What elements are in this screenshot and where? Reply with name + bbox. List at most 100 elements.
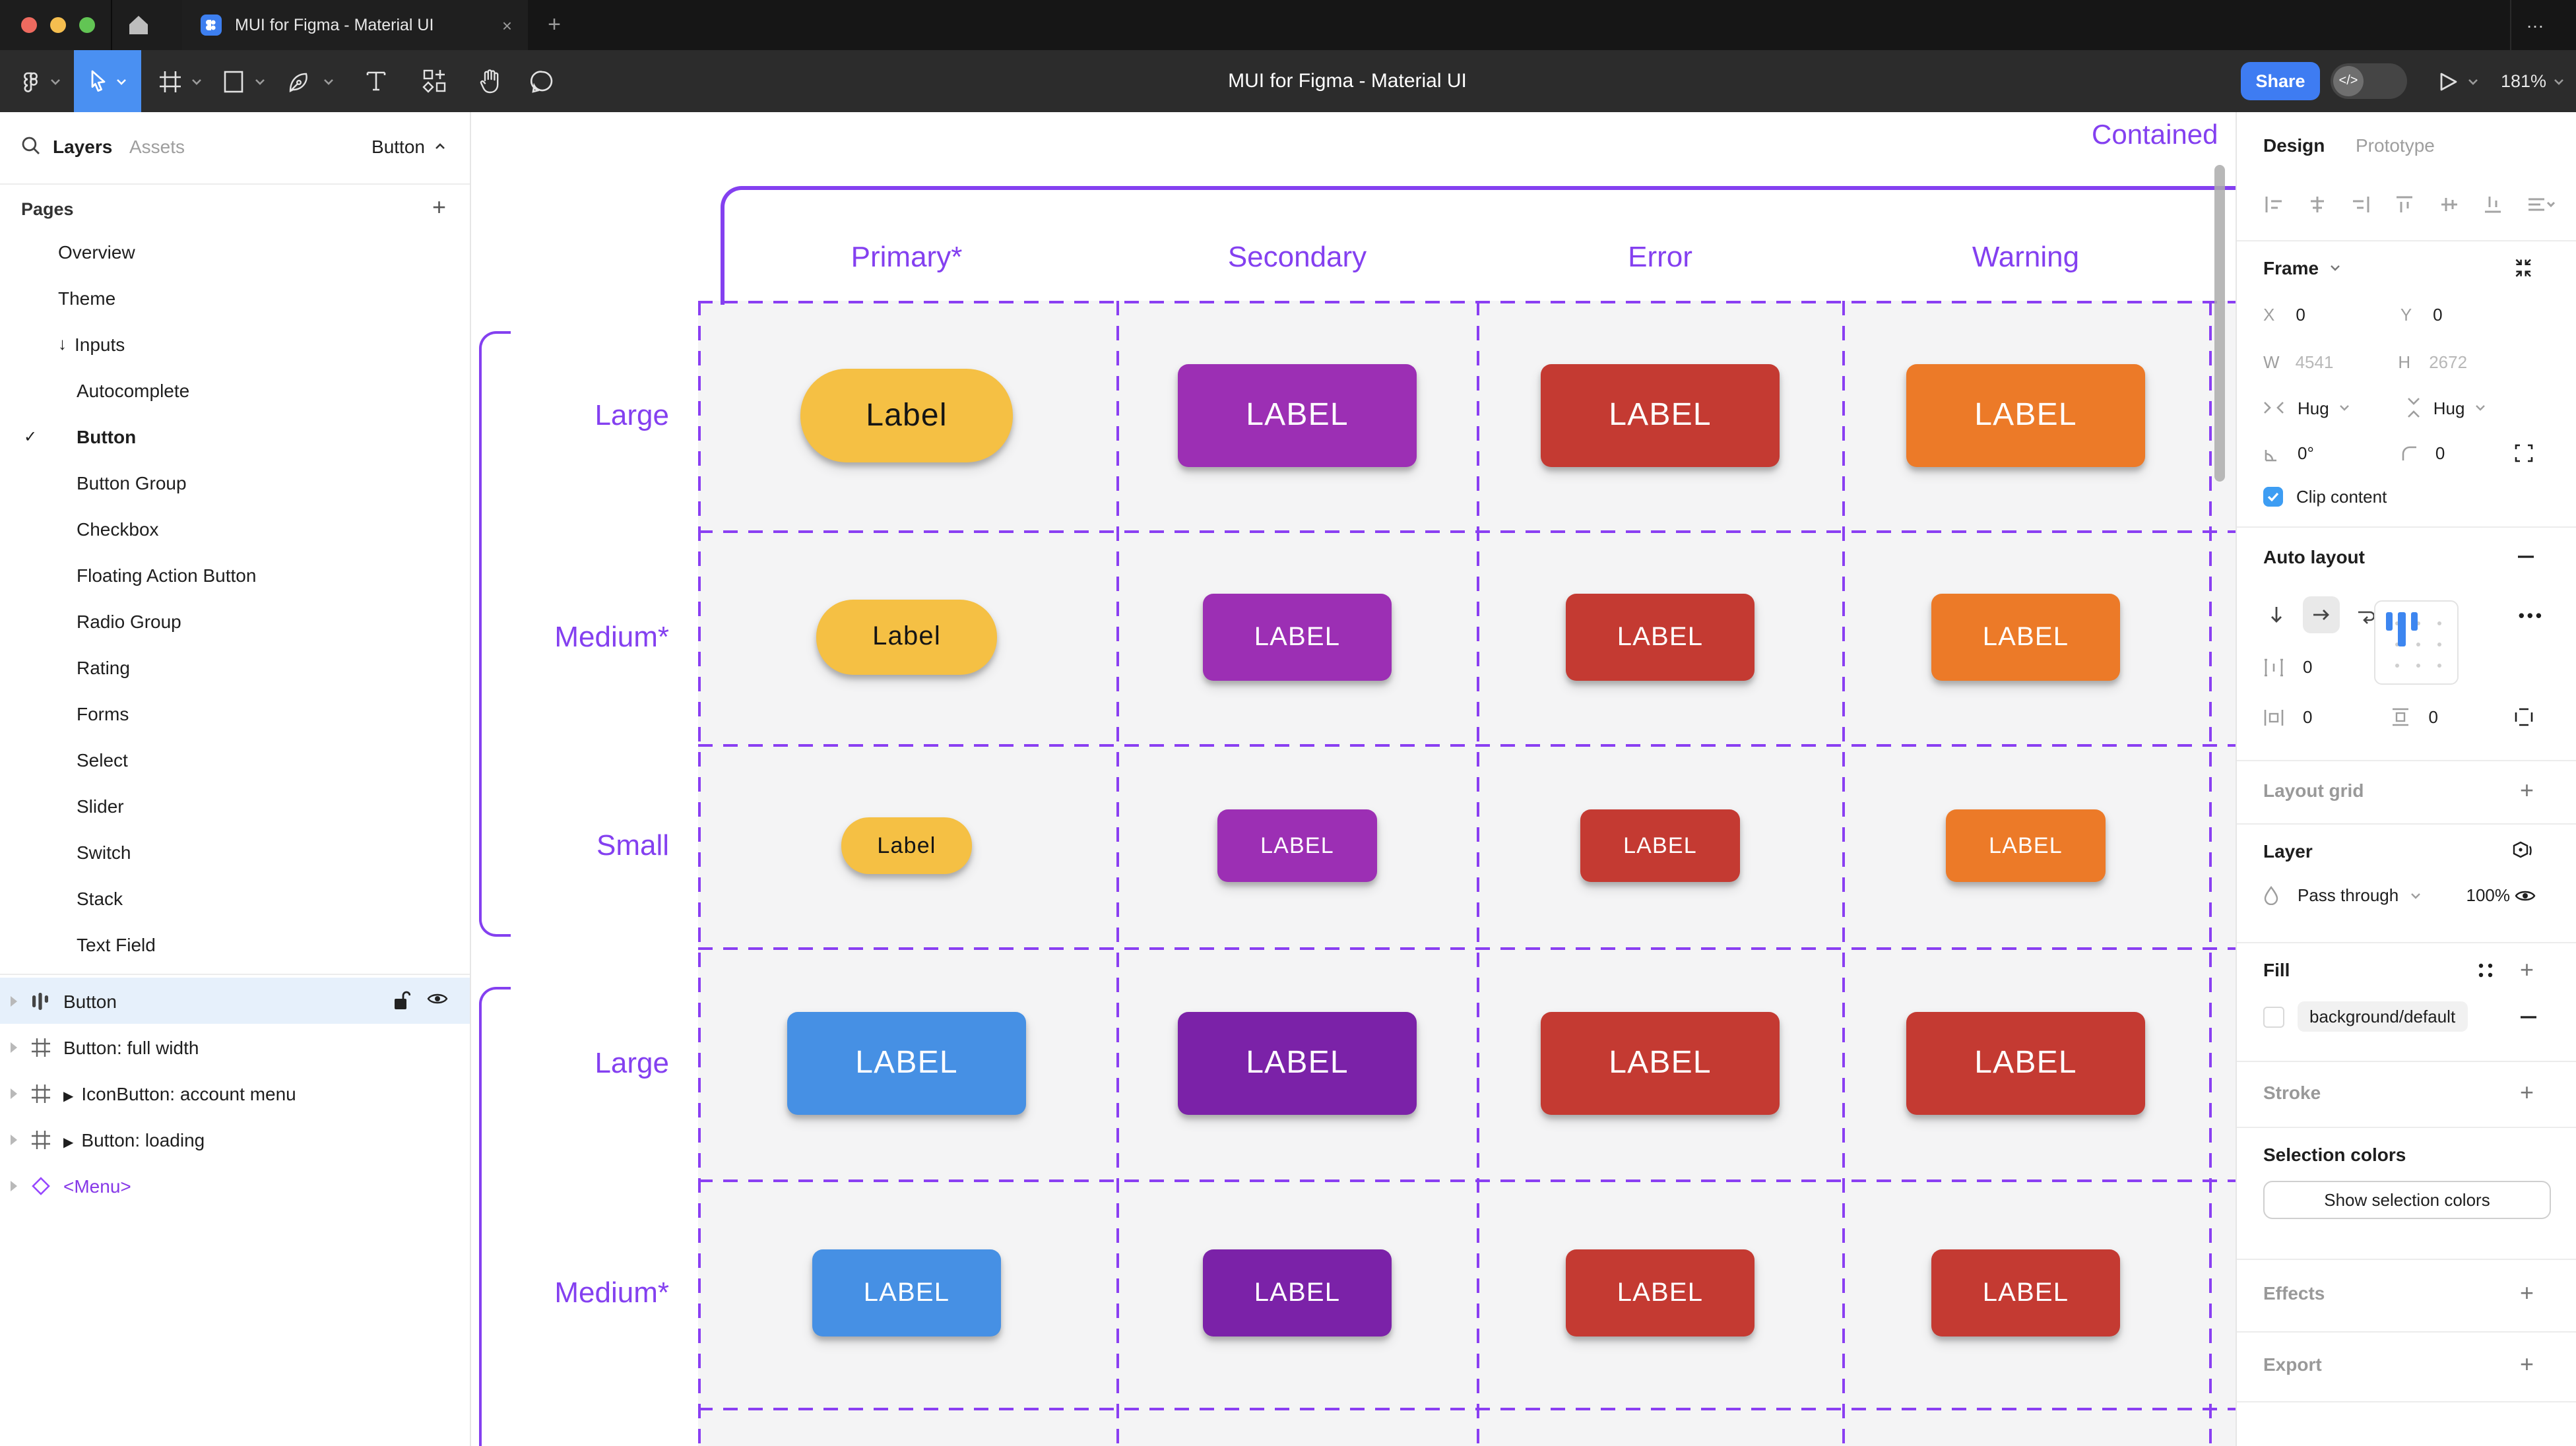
page-item-stack[interactable]: Stack [77,887,123,908]
padding-vertical-input[interactable]: 0 [2428,707,2438,727]
button-variant-blue-large[interactable]: LABEL [787,1012,1026,1115]
align-vertical-center-icon[interactable] [2438,194,2459,215]
remove-fill-icon[interactable] [2521,1015,2536,1018]
layer-item-button-loading[interactable]: ▶Button: loading [0,1116,470,1162]
page-item-floating-action-button[interactable]: Floating Action Button [77,564,257,585]
tab-layers[interactable]: Layers [53,136,113,157]
page-item-button[interactable]: ✓Button [24,425,137,447]
padding-horizontal-input[interactable]: 0 [2303,707,2313,727]
tab-design[interactable]: Design [2263,135,2325,156]
frame-tool-icon[interactable] [156,50,185,112]
distribute-icon[interactable] [2526,194,2555,215]
blend-mode-icon[interactable] [2511,840,2534,862]
page-item-button-group[interactable]: Button Group [77,472,187,493]
button-variant-orange-large[interactable]: LABEL [1906,364,2145,467]
new-tab-button[interactable]: + [548,12,561,37]
y-input[interactable]: 0 [2433,305,2443,325]
align-horizontal-center-icon[interactable] [2307,194,2328,215]
page-item-theme[interactable]: Theme [58,287,116,308]
hand-tool-icon[interactable] [472,50,507,112]
fill-styles-icon[interactable] [2477,961,2494,978]
present-chevron-icon[interactable] [2468,77,2478,85]
tab-assets[interactable]: Assets [129,136,185,157]
button-variant-purple-medium[interactable]: LABEL [1203,594,1392,681]
button-variant-red-large[interactable]: LABEL [1541,364,1780,467]
show-selection-colors-button[interactable]: Show selection colors [2263,1181,2551,1219]
actions-tool-icon[interactable] [417,50,451,112]
add-effect-button[interactable]: + [2519,1279,2534,1305]
button-variant-orange-small[interactable]: LABEL [1946,809,2106,882]
expand-caret-icon[interactable] [11,1180,17,1191]
home-icon[interactable] [125,12,152,38]
button-variant-red-medium[interactable]: LABEL [1566,1249,1755,1336]
present-button[interactable] [2439,71,2459,92]
independent-corners-icon[interactable] [2514,443,2534,463]
button-variant-purple-large[interactable]: LABEL [1178,364,1417,467]
button-variant-orange-medium[interactable]: LABEL [1931,594,2120,681]
page-item-select[interactable]: Select [77,749,128,770]
frame-tool-chevron-icon[interactable] [189,50,205,112]
button-variant-darkpurple-large[interactable]: LABEL [1178,1012,1417,1115]
align-bottom-icon[interactable] [2482,194,2503,215]
button-variant-purple-small[interactable]: LABEL [1217,809,1377,882]
pen-tool-icon[interactable] [285,50,314,112]
shape-tool-chevron-icon[interactable] [252,50,268,112]
pen-tool-chevron-icon[interactable] [321,50,337,112]
collapse-frame-icon[interactable] [2513,257,2534,278]
add-fill-button[interactable]: + [2519,956,2534,982]
hug-horizontal-select[interactable]: Hug [2298,398,2329,418]
layer-item-button[interactable]: Button [0,978,470,1024]
share-button[interactable]: Share [2241,62,2320,100]
page-component-picker[interactable]: Button [371,136,446,157]
layer-item--menu-[interactable]: <Menu> [0,1162,470,1209]
alignment-box[interactable] [2374,600,2459,685]
button-variant-red-large[interactable]: LABEL [1906,1012,2145,1115]
visibility-eye-icon[interactable] [426,991,449,1011]
page-item-text-field[interactable]: Text Field [77,933,156,955]
button-variant-red-large[interactable]: LABEL [1541,1012,1780,1115]
fill-color-swatch[interactable] [2263,1006,2284,1027]
layout-wrap-icon[interactable] [2348,596,2385,633]
fill-style-name[interactable]: background/default [2298,1001,2468,1032]
layout-horizontal-icon[interactable] [2303,596,2340,633]
button-variant-darkpurple-medium[interactable]: LABEL [1203,1249,1392,1336]
width-input[interactable]: 4541 [2295,352,2334,372]
zoom-level[interactable]: 181% [2501,71,2547,91]
hug-vertical-select[interactable]: Hug [2433,398,2465,418]
chevron-down-icon[interactable] [2329,264,2341,272]
button-variant-blue-medium[interactable]: LABEL [812,1249,1001,1336]
gap-input[interactable]: 0 [2303,657,2313,677]
align-top-icon[interactable] [2395,194,2416,215]
height-input[interactable]: 2672 [2429,352,2468,372]
button-variant-red-medium[interactable]: LABEL [1931,1249,2120,1336]
close-tab-icon[interactable]: × [501,15,512,35]
layout-vertical-icon[interactable] [2258,596,2295,633]
page-item-radio-group[interactable]: Radio Group [77,610,181,631]
add-stroke-button[interactable]: + [2519,1079,2534,1105]
button-variant-yellow-large[interactable]: Label [800,369,1013,462]
button-variant-yellow-small[interactable]: Label [841,817,972,874]
tab-prototype[interactable]: Prototype [2356,135,2435,156]
corner-radius-input[interactable]: 0 [2435,443,2445,463]
main-menu-chevron-icon[interactable] [48,50,63,112]
window-more-menu[interactable]: … [2526,11,2546,32]
add-page-button[interactable]: + [432,194,446,220]
layer-item-iconbutton-account-menu[interactable]: ▶IconButton: account menu [0,1070,470,1116]
canvas-vertical-scrollbar[interactable] [2214,165,2225,482]
auto-layout-more-icon[interactable]: ••• [2518,605,2544,625]
page-item-switch[interactable]: Switch [77,841,131,862]
page-item-slider[interactable]: Slider [77,795,124,816]
file-tab[interactable]: MUI for Figma - Material UI × [182,0,528,50]
rotation-input[interactable]: 0° [2298,443,2314,463]
main-menu-figma-icon[interactable] [13,50,48,112]
add-layout-grid-button[interactable]: + [2519,776,2534,803]
window-minimize-button[interactable] [50,17,66,33]
frame-title[interactable]: Contained [2092,120,2218,150]
frame-section-header[interactable]: Frame [2263,257,2319,278]
page-item-checkbox[interactable]: Checkbox [77,518,159,539]
page-item-rating[interactable]: Rating [77,656,130,677]
text-tool-icon[interactable] [359,50,393,112]
remove-auto-layout-icon[interactable] [2518,555,2534,558]
expand-caret-icon[interactable] [11,1042,17,1052]
